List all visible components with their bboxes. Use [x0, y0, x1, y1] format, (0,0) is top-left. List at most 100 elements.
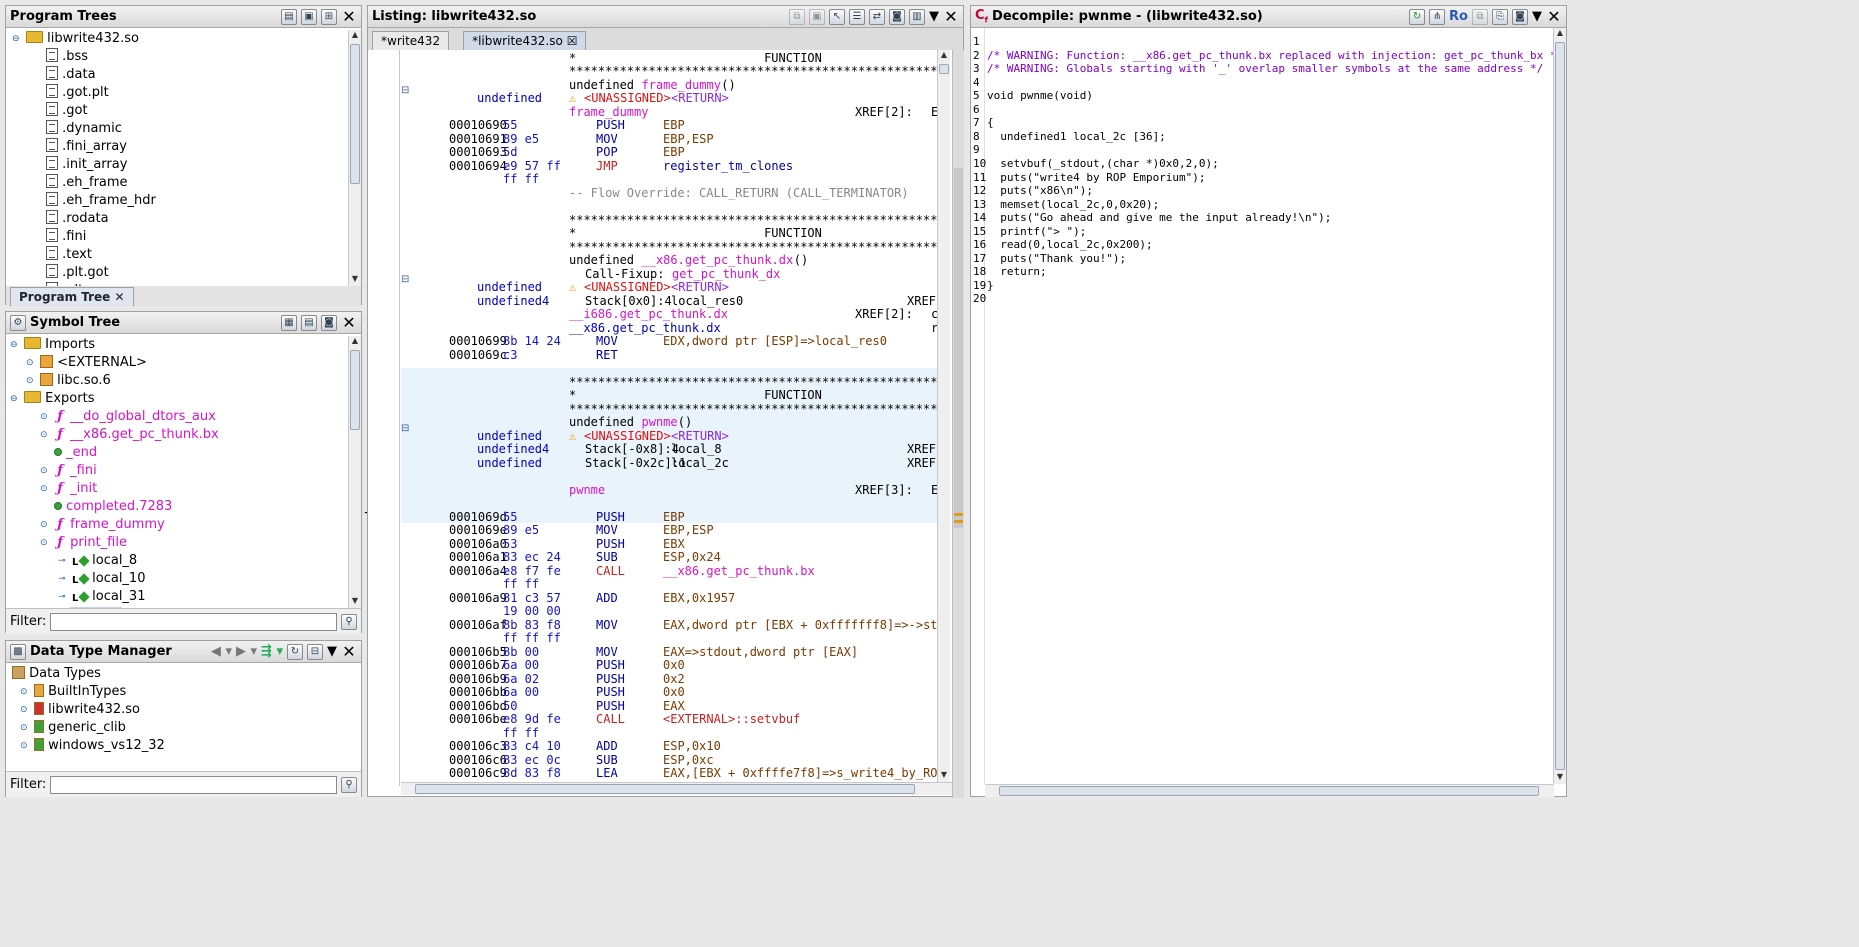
refresh-icon[interactable]: ↻ [287, 643, 303, 660]
tree-row-section[interactable]: .plt [6, 282, 349, 286]
collapse-toggle-icon[interactable]: ⊟ [401, 85, 410, 96]
collapse-icon[interactable]: ⊟ [307, 643, 323, 660]
tree-row-section[interactable]: .data [6, 66, 349, 84]
tree-row-symbol[interactable]: ⊙ƒ print_file [6, 534, 349, 552]
scroll-thumb[interactable] [415, 784, 915, 794]
code-line[interactable]: puts("write4 by ROP Emporium"); [987, 170, 1206, 184]
back-arrow-icon[interactable]: ◀ ▾ [210, 644, 232, 659]
cursor-select-icon[interactable]: ↖ [829, 8, 845, 25]
listing-line[interactable]: ****************************************… [401, 63, 937, 79]
data-type-tree[interactable]: Data Types⊙ BuiltInTypes⊙ libwrite432.so… [6, 665, 361, 771]
listing-line[interactable]: ff ff [401, 576, 937, 592]
tree-options-icon[interactable]: ⊞ [321, 8, 337, 25]
code-line[interactable]: } [987, 278, 994, 292]
symbol-filter-input[interactable] [50, 612, 337, 631]
code-line[interactable]: /* WARNING: Globals starting with '_' ov… [987, 62, 1544, 76]
refresh-icon[interactable]: ↻ [1409, 8, 1426, 25]
filter-options-icon[interactable]: ⚲ [341, 776, 357, 793]
program-tree-scrollbar[interactable]: ▲ ▼ [348, 30, 361, 286]
close-icon[interactable]: ✕ [342, 312, 356, 332]
listing-line[interactable]: Call-Fixup: get_pc_thunk_dx [401, 266, 937, 282]
tree-row-section[interactable]: .text [6, 246, 349, 264]
expand-toggle-icon[interactable]: ⊖ [10, 394, 18, 404]
tree-row-symbol[interactable]: ⊸L local_8 [6, 552, 349, 570]
expand-toggle-icon[interactable]: ⊙ [20, 741, 28, 751]
read-only-toggle[interactable]: Ro [1449, 9, 1468, 24]
tree-row-symbol[interactable]: ⊙ƒ _init [6, 480, 349, 498]
listing-line[interactable]: ff ff ff [401, 630, 937, 646]
tree-row-imports[interactable]: ⊖ Imports [6, 336, 349, 354]
listing-line[interactable]: * FUNCTION * [401, 225, 937, 241]
code-line[interactable]: { [987, 116, 994, 130]
tree-row-symbol[interactable]: ⊸L local_31 [6, 588, 349, 606]
paste-icon[interactable]: ▣ [809, 8, 825, 25]
close-icon[interactable]: ✕ [342, 6, 356, 26]
tree-row-section[interactable]: .rodata [6, 210, 349, 228]
diff-icon[interactable]: ⇄ [869, 8, 885, 25]
scroll-thumb[interactable] [350, 350, 360, 430]
expand-toggle-icon[interactable]: ⊖ [10, 340, 18, 350]
menu-dropdown-icon[interactable]: ▼ [929, 9, 939, 24]
scroll-down-icon[interactable]: ▼ [940, 770, 948, 779]
open-folder-icon[interactable]: ▣ [301, 8, 317, 25]
listing-line[interactable]: ****************************************… [401, 212, 937, 228]
tab-close-icon[interactable]: ✕ [114, 290, 125, 304]
listing-line[interactable]: ff ff [401, 171, 937, 187]
tree-row-symbol[interactable]: ⊙ƒ _fini [6, 462, 349, 480]
close-icon[interactable]: ✕ [944, 6, 958, 26]
code-line[interactable]: read(0,local_2c,0x200); [987, 238, 1153, 252]
decompile-hscroll[interactable] [985, 784, 1554, 797]
tree-row-section[interactable]: .bss [6, 48, 349, 66]
tab-write432[interactable]: *write432 [372, 31, 450, 50]
listing-line[interactable]: ****************************************… [401, 239, 937, 255]
layout-icon[interactable]: ▥ [909, 8, 925, 25]
tree-row-archive[interactable]: ⊙ BuiltInTypes [6, 683, 361, 701]
expand-toggle-icon[interactable]: ⊙ [40, 466, 48, 476]
tree-row-section[interactable]: .got.plt [6, 84, 349, 102]
listing-line[interactable]: ****************************************… [401, 401, 937, 417]
close-icon[interactable]: ✕ [342, 641, 356, 661]
menu-dropdown-icon[interactable]: ▼ [327, 644, 337, 659]
scroll-down-icon[interactable]: ▼ [351, 596, 359, 605]
expand-toggle-icon[interactable]: ⊸ [58, 574, 66, 584]
expand-toggle-icon[interactable]: ⊸ [58, 592, 66, 602]
tab-program-tree[interactable]: Program Tree ✕ [10, 287, 134, 306]
expand-toggle-icon[interactable]: ⊙ [40, 412, 48, 422]
scroll-up-icon[interactable]: ▲ [351, 30, 359, 39]
filter-options-icon[interactable]: ⚲ [341, 613, 357, 630]
code-line[interactable]: return; [987, 265, 1047, 279]
expand-toggle-icon[interactable]: ⊙ [20, 687, 28, 697]
scroll-down-icon[interactable]: ▼ [1556, 772, 1564, 781]
code-line[interactable]: puts("x86\n"); [987, 184, 1093, 198]
collapse-toggle-icon[interactable]: ⊟ [401, 423, 410, 434]
view-icon[interactable]: ▤ [281, 8, 297, 25]
tree-row-archive[interactable]: ⊙ libwrite432.so [6, 701, 361, 719]
program-tree-view[interactable]: ⊖ libwrite432.so .bss .data .got.plt .go… [6, 30, 349, 286]
create-class-icon[interactable]: ▤ [301, 314, 317, 331]
code-line[interactable]: puts("Go ahead and give me the input alr… [987, 211, 1332, 225]
listing-line[interactable]: undefined⚠<UNASSIGNED><RETURN> [401, 279, 937, 295]
listing-line[interactable]: ff ff [401, 725, 937, 741]
expand-toggle-icon[interactable]: ⊖ [12, 34, 20, 44]
symbol-tree-scrollbar[interactable]: ▲ ▼ [348, 336, 361, 608]
scroll-thumb[interactable] [939, 64, 949, 74]
expand-toggle-icon[interactable]: ⊙ [40, 520, 48, 530]
listing-line[interactable]: undefined __x86.get_pc_thunk.dx() [401, 252, 937, 268]
copy-icon[interactable]: ⧉ [789, 8, 805, 25]
tree-row-symbol[interactable]: ⊸L local_10 [6, 570, 349, 588]
